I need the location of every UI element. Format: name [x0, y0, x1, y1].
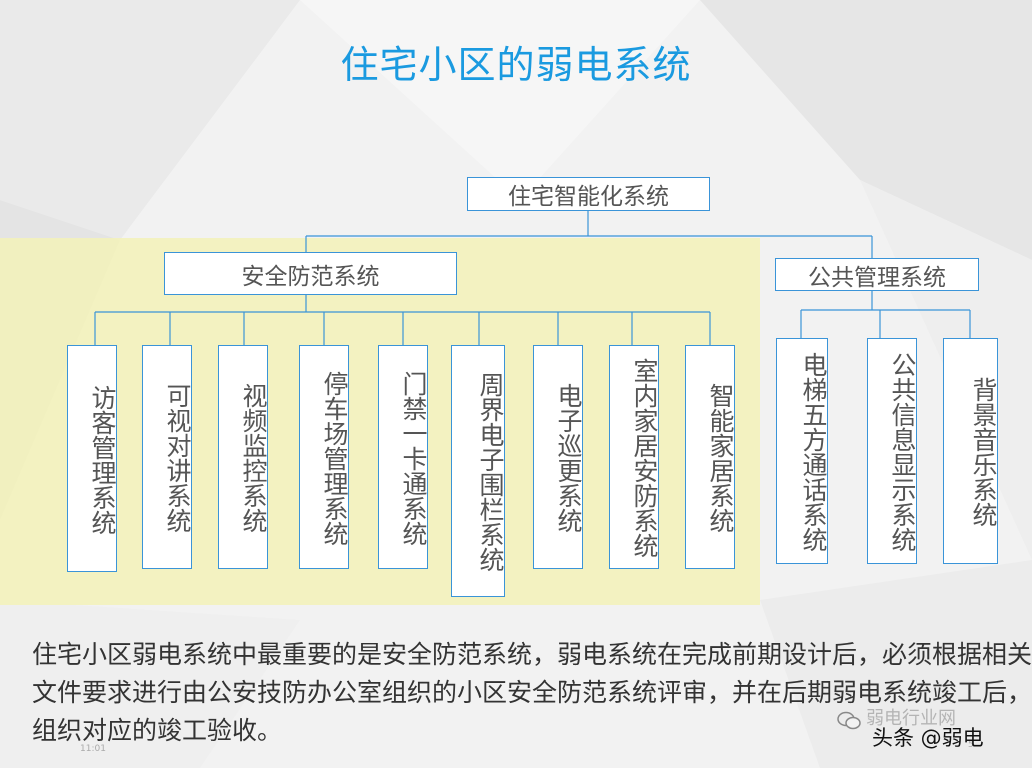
- leaf-node-cctv: 视频监控系统: [218, 345, 268, 569]
- leaf-node-parking: 停车场管理系统: [299, 345, 349, 569]
- leaf-node-elevator: 电梯五方通话系统: [776, 338, 828, 564]
- leaf-node-label: 可视对讲系统: [163, 383, 192, 533]
- leaf-node-label: 智能家居系统: [706, 383, 735, 533]
- leaf-node-label: 背景音乐系统: [969, 377, 998, 527]
- leaf-node-label: 电梯五方通话系统: [799, 352, 828, 552]
- leaf-node-access: 门禁一卡通系统: [378, 345, 428, 569]
- leaf-node-label: 访客管理系统: [88, 384, 117, 535]
- slide-title: 住宅小区的弱电系统: [340, 43, 692, 87]
- leaf-node-smart-home: 智能家居系统: [685, 345, 735, 569]
- description-paragraph: 住宅小区弱电系统中最重要的是安全防范系统，弱电系统在完成前期设计后，必须根据相关…: [32, 640, 1032, 745]
- leaf-node-label: 视频监控系统: [239, 383, 268, 533]
- leaf-node-label: 门禁一卡通系统: [399, 370, 428, 546]
- root-node: 住宅智能化系统: [467, 177, 710, 211]
- group-node-public: 公共管理系统: [775, 258, 979, 291]
- leaf-node-intercom: 可视对讲系统: [142, 345, 192, 569]
- group-node-label: 安全防范系统: [241, 263, 380, 290]
- leaf-node-perimeter: 周界电子围栏系统: [451, 345, 505, 597]
- group-node-security: 安全防范系统: [164, 252, 457, 295]
- leaf-node-label: 电子巡更系统: [554, 383, 583, 533]
- brand-label: 头条 @弱电: [872, 726, 984, 750]
- group-node-label: 公共管理系统: [808, 264, 946, 291]
- leaf-node-home-security: 室内家居安防系统: [609, 345, 659, 569]
- wechat-icon: [837, 711, 861, 730]
- leaf-node-label: 停车场管理系统: [320, 370, 349, 546]
- leaf-node-bgm: 背景音乐系统: [943, 338, 998, 564]
- footer-page-number: 5: [968, 740, 974, 750]
- footer-time: 11:01: [80, 744, 106, 754]
- leaf-node-label: 周界电子围栏系统: [476, 372, 505, 572]
- leaf-node-patrol: 电子巡更系统: [533, 345, 583, 569]
- leaf-node-label: 室内家居安防系统: [630, 358, 659, 558]
- leaf-node-label: 公共信息显示系统: [888, 352, 917, 552]
- leaf-node-info-display: 公共信息显示系统: [867, 338, 917, 564]
- root-node-label: 住宅智能化系统: [508, 184, 669, 210]
- watermark-text: 弱电行业网: [866, 708, 956, 729]
- leaf-node-visitor: 访客管理系统: [67, 345, 117, 572]
